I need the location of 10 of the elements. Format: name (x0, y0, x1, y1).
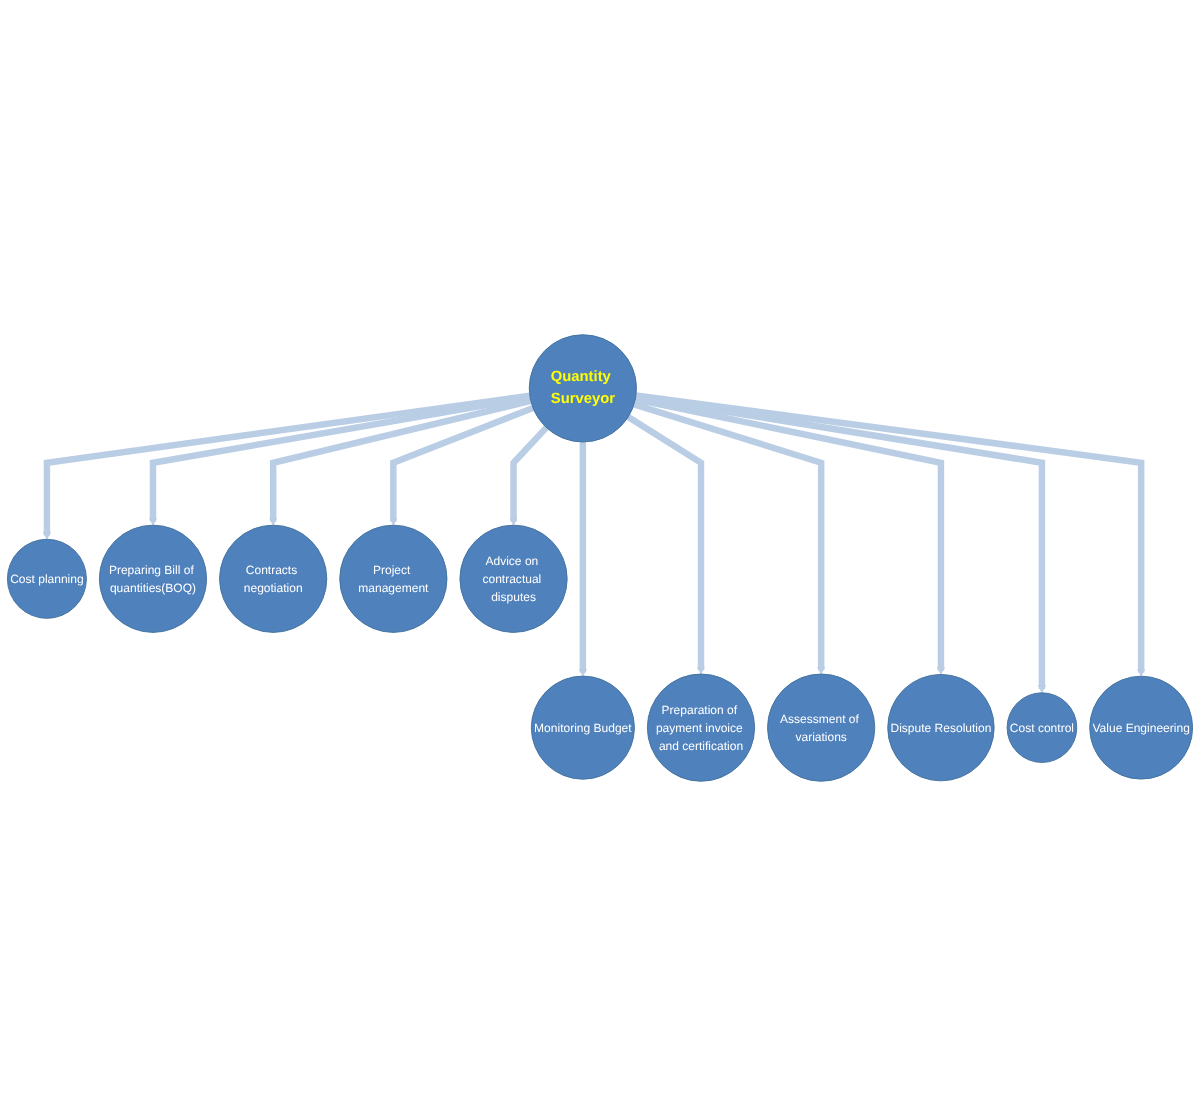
arrow (633, 401, 826, 675)
arrow (626, 414, 706, 675)
arrow (42, 392, 531, 540)
arrow (634, 396, 945, 675)
arrow (635, 392, 1146, 677)
arrow (148, 394, 531, 526)
arrow (269, 397, 532, 526)
arrow (509, 425, 549, 526)
arrow (578, 442, 587, 677)
arrow (389, 404, 535, 526)
